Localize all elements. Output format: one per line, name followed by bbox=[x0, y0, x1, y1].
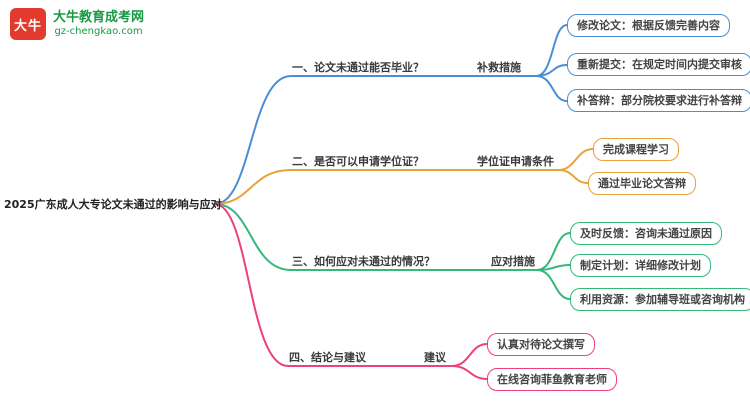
branch3-topic: 三、如何应对未通过的情况？ bbox=[292, 255, 435, 268]
branch1-leaf-node: 修改论文：根据反馈完善内容 bbox=[567, 14, 730, 38]
branch2-connector-orange bbox=[214, 148, 594, 205]
branch2-topic: 二、是否可以申请学位证？ bbox=[292, 155, 424, 168]
site-logo: 大牛 大牛教育成考网 gz-chengkao.com bbox=[10, 8, 144, 40]
logo-text-block: 大牛教育成考网 gz-chengkao.com bbox=[53, 10, 144, 39]
branch3-connector-green bbox=[214, 203, 571, 300]
site-name: 大牛教育成考网 bbox=[53, 9, 145, 25]
branch1-subtopic: 补救措施 bbox=[477, 61, 521, 74]
branch2-leaf-node: 通过毕业论文答辩 bbox=[588, 172, 696, 196]
site-url: gz-chengkao.com bbox=[54, 26, 143, 38]
branch1-leaf-node: 重新提交：在规定时间内提交审核 bbox=[567, 53, 750, 77]
branch3-leaf-node: 制定计划：详细修改计划 bbox=[570, 254, 711, 278]
branch4-connector-pink bbox=[214, 203, 488, 380]
root-node: 2025广东成人大专论文未通过的影响与应对 bbox=[4, 198, 222, 211]
branch1-topic: 一、论文未通过能否毕业？ bbox=[292, 61, 424, 74]
branch4-leaf-node: 在线咨询菲鱼教育老师 bbox=[487, 368, 617, 392]
branch4-leaf-node: 认真对待论文撰写 bbox=[487, 333, 595, 357]
branch3-leaf-node: 利用资源：参加辅导班或咨询机构 bbox=[570, 288, 750, 312]
branch4-topic: 四、结论与建议 bbox=[289, 351, 366, 364]
branch3-leaf-node: 及时反馈：咨询未通过原因 bbox=[570, 222, 722, 246]
branch3-subtopic: 应对措施 bbox=[491, 255, 535, 268]
branch1-connector-blue bbox=[214, 24, 568, 205]
branch2-leaf-node: 完成课程学习 bbox=[593, 138, 679, 162]
branch4-subtopic: 建议 bbox=[424, 351, 446, 364]
branch1-leaf-node: 补答辩：部分院校要求进行补答辩 bbox=[567, 89, 750, 113]
branch2-subtopic: 学位证申请条件 bbox=[477, 155, 554, 168]
logo-icon: 大牛 bbox=[10, 8, 46, 40]
